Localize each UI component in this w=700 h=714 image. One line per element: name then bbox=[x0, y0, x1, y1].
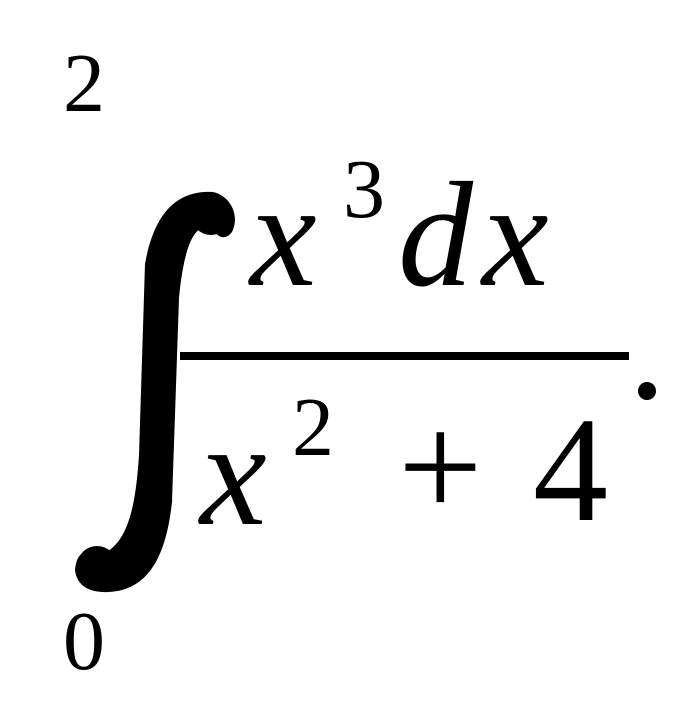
numerator-variable: x bbox=[250, 152, 317, 318]
integral-bottom-knob bbox=[77, 546, 117, 586]
differential-symbol: d bbox=[398, 152, 473, 318]
trailing-period bbox=[638, 382, 656, 400]
integral-top-knob bbox=[191, 195, 231, 235]
differential-variable: x bbox=[482, 152, 549, 318]
plus-operator: + bbox=[398, 384, 483, 550]
upper-limit: 2 bbox=[63, 37, 105, 130]
lower-limit: 0 bbox=[63, 595, 105, 688]
denominator-variable: x bbox=[200, 391, 267, 557]
denominator-constant: 4 bbox=[533, 387, 608, 553]
denominator-exponent: 2 bbox=[292, 381, 334, 474]
integral-stroke bbox=[75, 191, 235, 593]
fraction-bar bbox=[180, 352, 629, 360]
numerator-exponent: 3 bbox=[343, 143, 385, 236]
